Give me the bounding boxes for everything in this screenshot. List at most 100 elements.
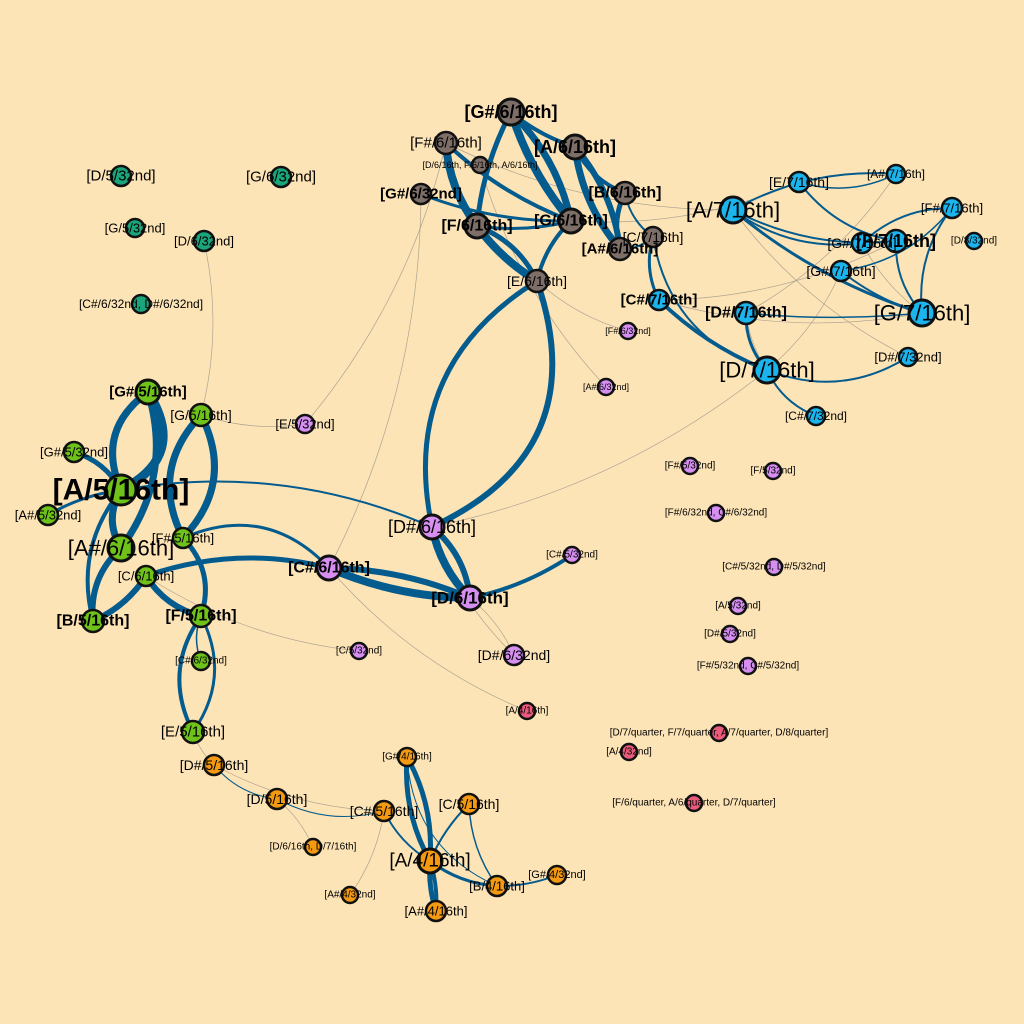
node-label: [C#/5/32nd] — [546, 550, 598, 561]
node-t3[interactable] — [124, 217, 146, 239]
node-o3[interactable] — [265, 787, 289, 811]
edge — [181, 523, 331, 570]
node-v12[interactable] — [728, 596, 748, 616]
node-v13[interactable] — [720, 624, 740, 644]
node-label: [A/4/32nd] — [606, 747, 652, 758]
node-c8[interactable] — [829, 259, 853, 283]
node-v16[interactable] — [502, 643, 526, 667]
node-v1[interactable] — [418, 513, 446, 541]
node-o7[interactable] — [416, 847, 444, 875]
node-label: [F#/6/16th] — [410, 135, 482, 152]
node-t2[interactable] — [269, 165, 293, 189]
node-v10[interactable] — [562, 545, 582, 565]
node-c3[interactable] — [885, 163, 907, 185]
node-c1[interactable] — [718, 195, 748, 225]
node-o10[interactable] — [340, 885, 360, 905]
node-label: [C/7/16th] — [623, 229, 684, 245]
node-label: [C#/6/16th] — [288, 560, 370, 577]
node-c10[interactable] — [647, 288, 671, 312]
node-label: [F#/7/16th] — [921, 201, 983, 216]
node-r2[interactable] — [433, 130, 459, 156]
node-label: [C/6/16th] — [118, 569, 174, 584]
node-c9[interactable] — [907, 298, 937, 328]
node-g10[interactable] — [188, 603, 214, 629]
node-t4[interactable] — [192, 229, 216, 253]
edge — [732, 209, 863, 246]
edge — [143, 555, 332, 579]
node-g3[interactable] — [134, 378, 162, 406]
node-label: [D/5/32nd] — [86, 168, 155, 185]
node-p2[interactable] — [709, 723, 729, 743]
node-r7[interactable] — [463, 212, 491, 240]
node-c7[interactable] — [964, 231, 984, 251]
node-p1[interactable] — [517, 701, 537, 721]
node-r6[interactable] — [612, 180, 638, 206]
node-r4[interactable] — [470, 155, 490, 175]
node-r5[interactable] — [409, 182, 433, 206]
node-v3[interactable] — [315, 554, 343, 582]
node-v8[interactable] — [763, 461, 783, 481]
node-c2[interactable] — [787, 170, 811, 194]
node-g6[interactable] — [36, 503, 60, 527]
node-r9[interactable] — [607, 236, 633, 262]
node-r10[interactable] — [641, 225, 665, 249]
node-r8[interactable] — [557, 207, 585, 235]
node-label: [A/5/32nd] — [715, 601, 761, 612]
node-g8[interactable] — [134, 564, 158, 588]
node-v5[interactable] — [618, 321, 638, 341]
node-c4[interactable] — [940, 196, 964, 220]
node-o6[interactable] — [303, 837, 323, 857]
node-c12[interactable] — [752, 355, 782, 385]
weak-edge — [732, 209, 909, 358]
node-g2[interactable] — [106, 533, 136, 563]
node-label: [D/5/16th] — [247, 791, 308, 807]
node-o11[interactable] — [424, 899, 448, 923]
node-c11[interactable] — [733, 300, 759, 326]
node-v6[interactable] — [596, 377, 616, 397]
node-r11[interactable] — [524, 268, 550, 294]
node-label: [D/8/32nd] — [951, 236, 997, 247]
node-c14[interactable] — [805, 405, 827, 427]
weak-edge — [213, 764, 385, 812]
edge — [423, 278, 540, 530]
node-o1[interactable] — [202, 753, 226, 777]
node-g1[interactable] — [104, 473, 138, 507]
node-label: [A/4/16th] — [389, 851, 470, 872]
node-p3[interactable] — [619, 742, 639, 762]
edge — [732, 209, 897, 244]
node-o2[interactable] — [396, 746, 418, 768]
node-v2[interactable] — [456, 584, 484, 612]
edge — [732, 172, 897, 211]
node-c5[interactable] — [850, 231, 874, 255]
node-g5[interactable] — [62, 440, 86, 464]
node-g12[interactable] — [180, 719, 206, 745]
node-g9[interactable] — [80, 608, 106, 634]
node-t5[interactable] — [130, 293, 152, 315]
node-o9[interactable] — [485, 874, 509, 898]
node-r1[interactable] — [496, 97, 526, 127]
node-g11[interactable] — [190, 650, 212, 672]
node-v11[interactable] — [764, 557, 784, 577]
node-c6[interactable] — [883, 228, 909, 254]
node-o5[interactable] — [457, 792, 481, 816]
node-g4[interactable] — [188, 402, 214, 428]
node-g7[interactable] — [171, 526, 195, 550]
node-label: [G/6/32nd] — [246, 169, 316, 186]
node-label: [G#/6/16th] — [464, 102, 557, 122]
node-o4[interactable] — [372, 799, 396, 823]
node-label: [F/7/16th] — [856, 231, 936, 251]
edge — [406, 756, 498, 887]
node-c13[interactable] — [897, 346, 919, 368]
node-p4[interactable] — [684, 793, 704, 813]
node-v15[interactable] — [349, 641, 369, 661]
node-v7[interactable] — [680, 456, 700, 476]
node-label: [E/5/16th] — [161, 724, 225, 741]
node-o8[interactable] — [546, 864, 568, 886]
node-label: [D#/5/32nd] — [704, 629, 756, 640]
node-t1[interactable] — [109, 164, 133, 188]
node-label: [A#/4/32nd] — [324, 890, 375, 901]
node-v14[interactable] — [738, 656, 758, 676]
node-r3[interactable] — [561, 133, 589, 161]
node-v9[interactable] — [706, 503, 726, 523]
node-v4[interactable] — [294, 413, 316, 435]
